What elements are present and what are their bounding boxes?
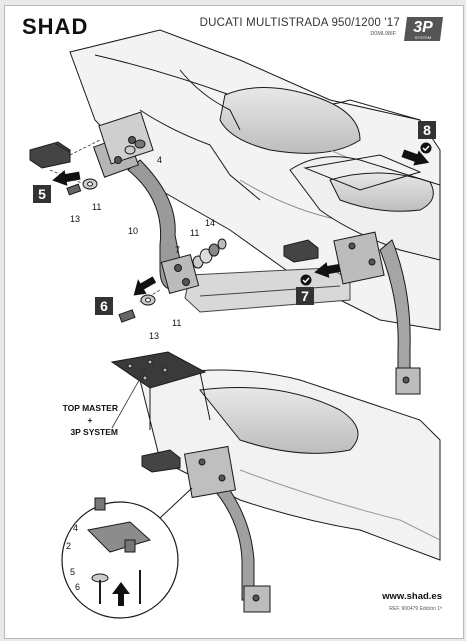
arrow-icon <box>112 582 130 606</box>
part-label-13b: 13 <box>149 331 160 341</box>
top-master-plate <box>110 351 211 430</box>
rack-arm-right <box>283 231 421 395</box>
part-label-11c: 11 <box>172 318 182 328</box>
fasteners-step6-left <box>118 294 156 323</box>
step-8-box: 8 <box>418 121 436 139</box>
part-label-4: 4 <box>157 155 163 165</box>
part-label-11b: 11 <box>190 228 200 238</box>
motorcycle-top-right <box>289 154 441 261</box>
step-5-box: 5 <box>33 185 51 203</box>
callout-line-1: TOP MASTER <box>62 403 118 413</box>
fasteners-step5 <box>66 139 146 196</box>
part-label-14: 14 <box>205 218 216 228</box>
model-code: D0ML98IF <box>370 31 396 37</box>
badge-text: 3P <box>413 19 433 36</box>
brand-logo: SHAD <box>22 14 89 39</box>
motorcycle-bottom <box>139 369 441 561</box>
detail-label-5: 5 <box>70 567 76 577</box>
top-master-callout: TOP MASTER + 3P SYSTEM <box>22 402 118 438</box>
arrow-icon <box>52 170 157 296</box>
detail-label-2: 2 <box>66 541 72 551</box>
check-icon <box>420 142 432 154</box>
model-title: DUCATI MULTISTRADA 950/1200 '17 <box>199 17 400 29</box>
reference-text: REF. 900479 Edición 1ª <box>389 606 442 612</box>
detail-circle <box>61 487 193 619</box>
check-icon <box>300 274 312 286</box>
detail-label-4: 4 <box>73 523 79 533</box>
website-text: www.shad.es <box>382 591 442 602</box>
callout-line-3: 3P SYSTEM <box>70 427 118 437</box>
3p-system-logo: 3P SYSTEM <box>404 15 444 43</box>
callout-leader <box>111 367 147 429</box>
step-7-box: 7 <box>296 287 314 305</box>
rack-arm-bottom <box>141 445 271 613</box>
part-label-11: 11 <box>92 202 102 212</box>
badge-subtext: SYSTEM <box>415 35 431 40</box>
fasteners-step6-right <box>192 238 227 269</box>
plug-part <box>29 141 71 169</box>
arrow-icon <box>314 149 430 278</box>
callout-line-2: + <box>87 415 93 425</box>
step-6-box: 6 <box>95 297 113 315</box>
rack-arm-10 <box>92 111 200 294</box>
part-label-10: 10 <box>128 226 139 236</box>
part-label-13: 13 <box>70 214 81 224</box>
detail-label-6: 6 <box>75 582 81 592</box>
part-label-7: 7 <box>175 245 181 255</box>
